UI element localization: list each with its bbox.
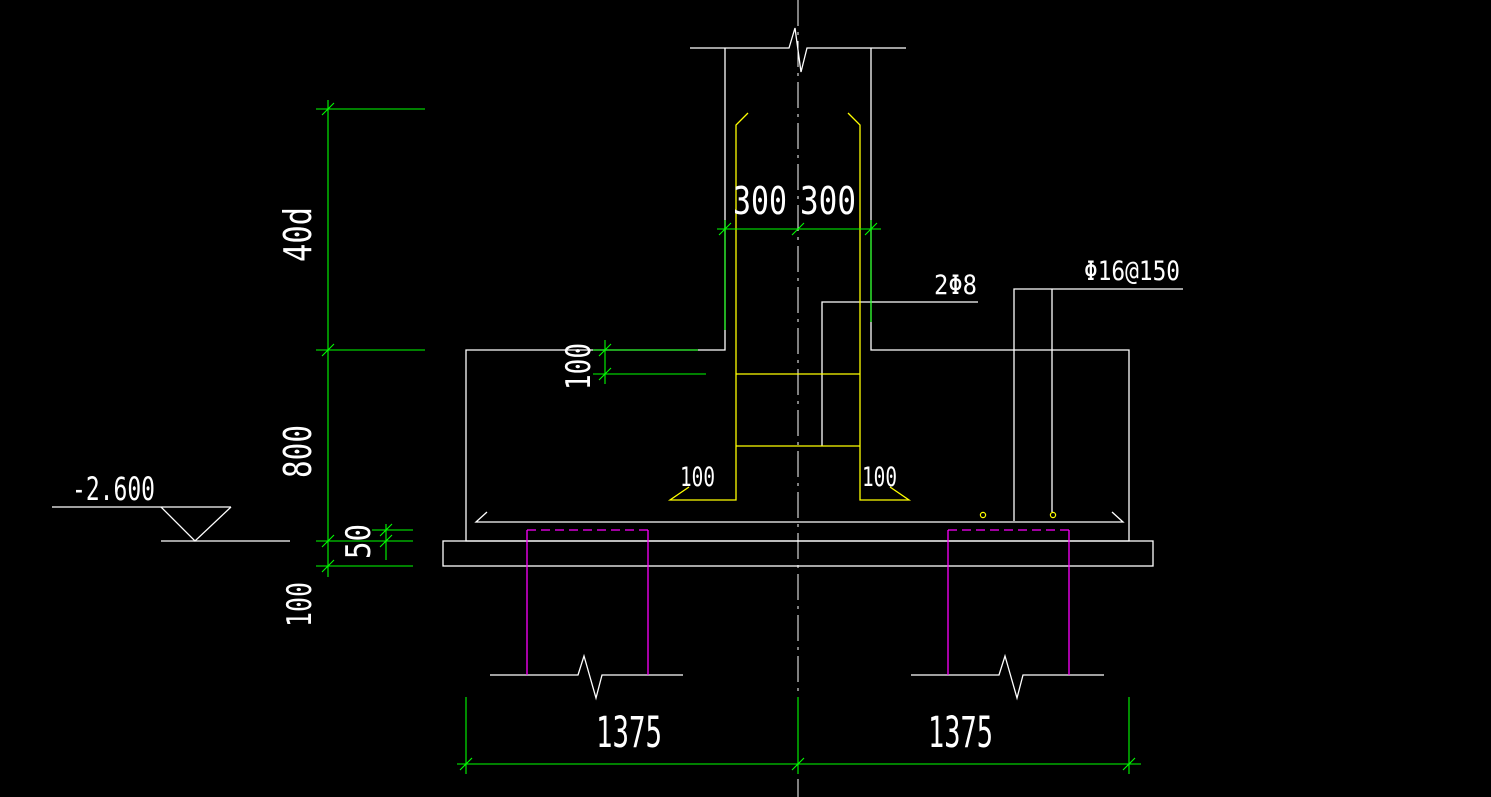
column-half-left-label: 300 [733, 179, 787, 223]
span-right-label: 1375 [928, 708, 993, 758]
cover-top-label: 100 [559, 343, 599, 390]
cushion-50-label: 50 [339, 524, 379, 559]
span-left-label: 1375 [596, 708, 662, 758]
hook-left-label: 100 [680, 462, 715, 493]
bottom-bar-label: Φ16@150 [1084, 256, 1180, 287]
column-half-right-label: 300 [800, 179, 856, 223]
anchorage-length-label: 40d [276, 207, 320, 262]
rebar [667, 112, 912, 501]
elevation-label: -2.600 [72, 470, 155, 508]
cap-height-label: 800 [276, 425, 320, 478]
bottom-rebar [474, 511, 1125, 523]
hook-right-label: 100 [862, 462, 897, 493]
concrete-outline [442, 27, 1183, 701]
rebar-dots [979, 511, 1057, 519]
piles [526, 529, 1070, 675]
stirrup-label: 2Φ8 [934, 270, 977, 301]
elevation-marker [52, 506, 290, 542]
dimension-lines [316, 100, 1141, 774]
cushion-100-label: 100 [280, 582, 320, 627]
